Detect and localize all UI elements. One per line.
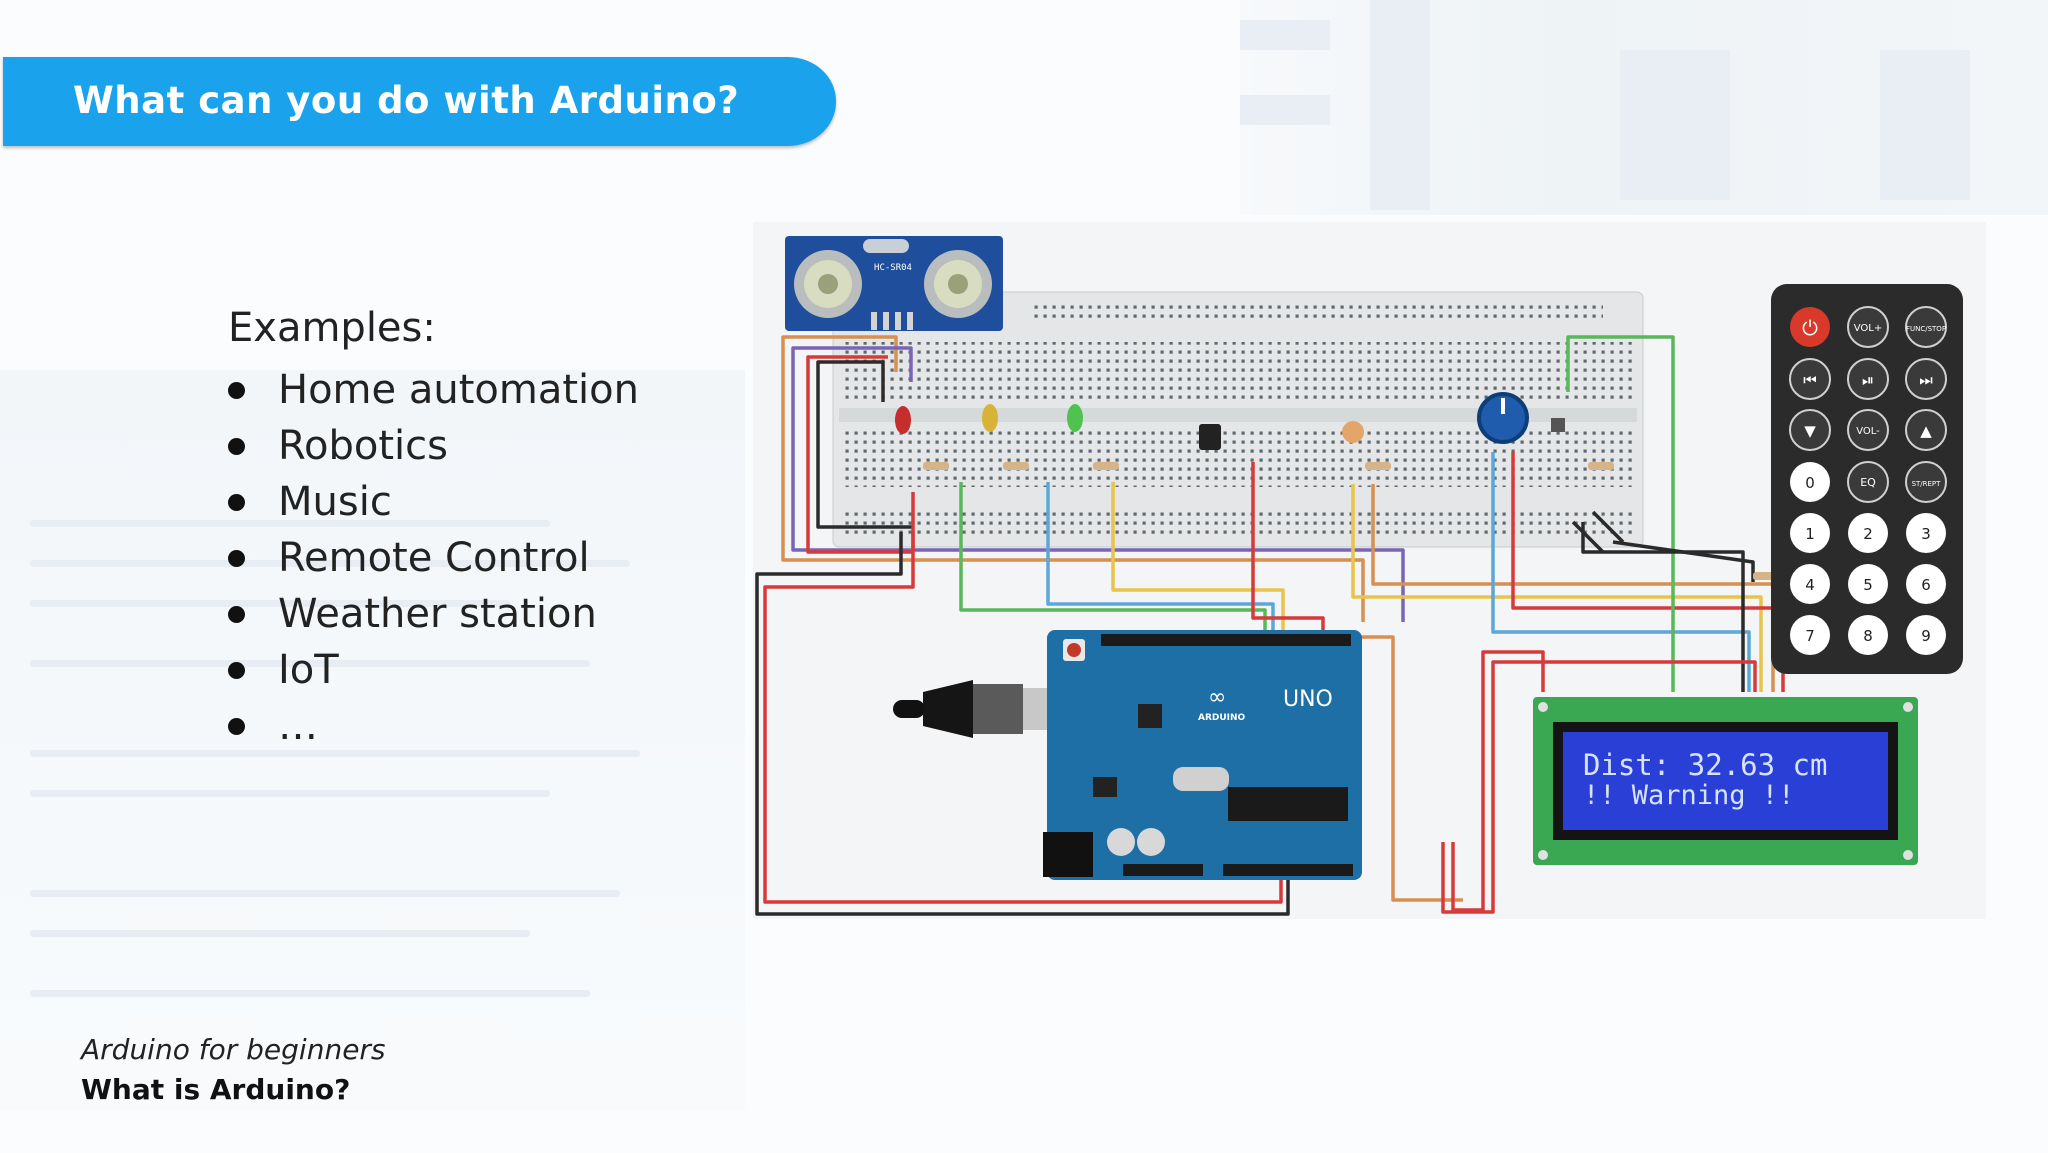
lcd-line-1: Dist: 32.63 cm (1583, 748, 1827, 782)
board-brand-label: ARDUINO (1198, 713, 1246, 723)
title-banner: What can you do with Arduino? (3, 57, 836, 146)
bullet-icon (228, 549, 245, 567)
remote-func-stop-label: FUNC/STOP (1906, 325, 1946, 333)
remote-key-label: 0 (1805, 474, 1815, 492)
remote-key-label: 6 (1921, 576, 1931, 594)
bullet-icon (228, 493, 245, 511)
wires (755, 335, 1793, 916)
list-item: Remote Control (228, 530, 639, 586)
remote-key-label: 1 (1805, 525, 1815, 543)
bullet-icon (228, 717, 245, 735)
list-item: … (228, 698, 639, 754)
down-arrow-icon: ▼ (1804, 422, 1816, 440)
remote-vol-up-label: VOL+ (1854, 323, 1883, 334)
sensor-label: HC-SR04 (874, 263, 912, 273)
power-icon: ⏻ (1802, 316, 1818, 340)
footer-topic-title: What is Arduino? (81, 1073, 351, 1106)
list-item: Weather station (228, 586, 639, 642)
play-pause-icon: ⏯ (1862, 371, 1874, 389)
examples-heading: Examples: (228, 305, 436, 351)
remote-key-label: 2 (1863, 525, 1873, 543)
remote-key-label: 5 (1863, 576, 1873, 594)
remote-key-label: 9 (1921, 627, 1931, 645)
remote-key-label: 4 (1805, 576, 1815, 594)
lcd-line-2: !! Warning !! (1583, 780, 1794, 811)
list-item: Music (228, 474, 639, 530)
breadboard (832, 291, 1644, 548)
remote-key-label: 8 (1863, 627, 1873, 645)
usb-cable (893, 680, 1059, 738)
bullet-icon (228, 437, 245, 455)
up-arrow-icon: ▲ (1920, 422, 1932, 440)
arduino-uno-board: UNO ARDUINO ∞ (1043, 630, 1362, 880)
examples-list: Home automation Robotics Music Remote Co… (228, 362, 639, 754)
ultrasonic-sensor: HC-SR04 (785, 236, 1003, 331)
infinity-logo-icon: ∞ (1208, 685, 1226, 710)
lcd-module: Dist: 32.63 cm !! Warning !! (1533, 697, 1918, 865)
background-ghost-board (1240, 0, 2048, 215)
fast-forward-icon: ⏭ (1919, 371, 1933, 389)
arduino-circuit-diagram: HC-SR04 (753, 222, 1986, 919)
breadboard-components (895, 392, 1779, 580)
remote-key-label: 7 (1805, 627, 1815, 645)
bullet-icon (228, 661, 245, 679)
remote-key-label: EQ (1860, 476, 1876, 489)
footer-course-title: Arduino for beginners (81, 1033, 386, 1066)
bullet-icon (228, 381, 245, 399)
remote-vol-down-label: VOL- (1856, 426, 1880, 437)
list-item: IoT (228, 642, 639, 698)
remote-key-label: ST/REPT (1912, 480, 1942, 488)
ir-remote: ⏻ VOL+ FUNC/STOP ⏮ ⏯ ⏭ ▼ VOL- ▲ 0 EQ ST/… (1771, 284, 1963, 674)
remote-key-label: 3 (1921, 525, 1931, 543)
board-model-label: UNO (1283, 687, 1333, 712)
rewind-icon: ⏮ (1803, 371, 1817, 389)
list-item: Home automation (228, 362, 639, 418)
list-item: Robotics (228, 418, 639, 474)
bullet-icon (228, 605, 245, 623)
slide-title: What can you do with Arduino? (73, 79, 740, 122)
